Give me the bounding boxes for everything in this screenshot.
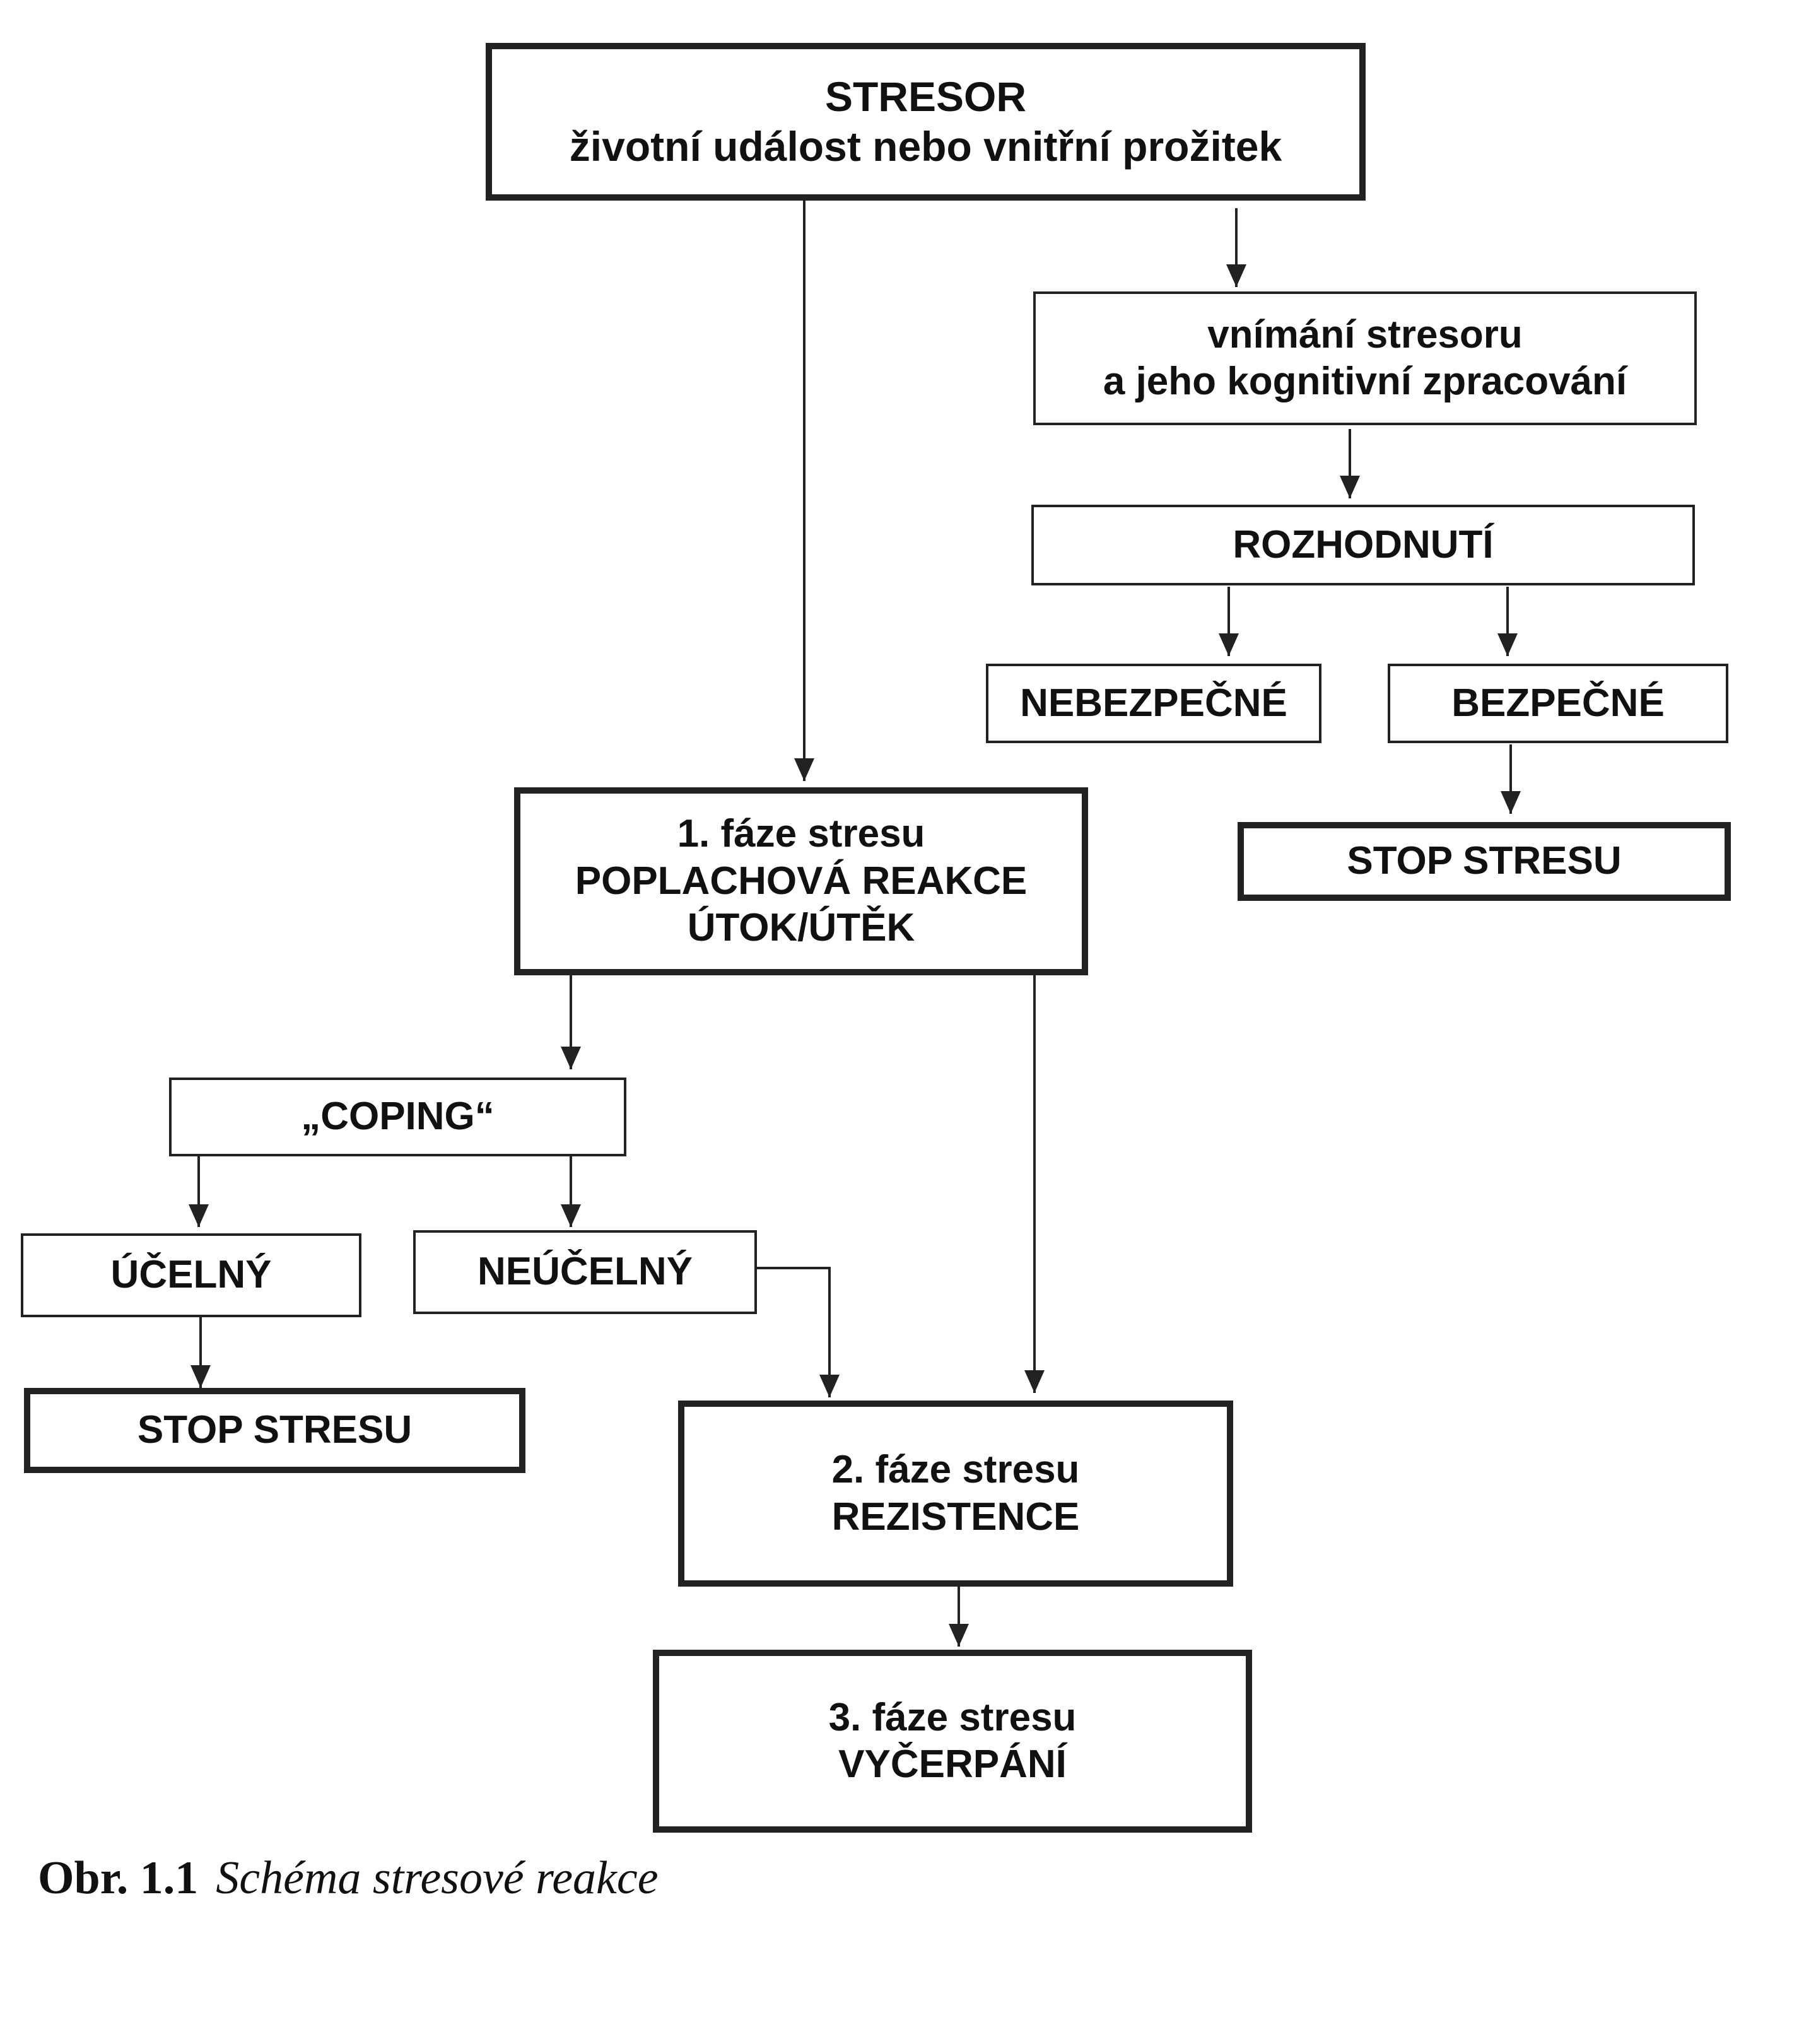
caption-number: Obr. 1.1	[38, 1852, 199, 1904]
node-neucelny: NEÚČELNÝ	[413, 1230, 757, 1314]
node-stresor-subtitle: životní událost nebo vnitřní prožitek	[569, 123, 1282, 170]
node-faze3: 3. fáze stresu VYČERPÁNÍ	[653, 1650, 1252, 1833]
figure-caption: Obr. 1.1 Schéma stresové reakce	[38, 1852, 659, 1905]
node-bezpecne-label: BEZPEČNÉ	[1451, 681, 1665, 725]
node-nebezpecne-label: NEBEZPEČNÉ	[1020, 681, 1287, 725]
node-rozhodnuti: ROZHODNUTÍ	[1031, 505, 1695, 585]
node-faze3-line2: VYČERPÁNÍ	[838, 1742, 1067, 1786]
caption-title: Schéma stresové reakce	[216, 1852, 659, 1904]
node-coping: „COPING“	[169, 1078, 626, 1156]
node-faze1-line3: ÚTOK/ÚTĚK	[687, 906, 915, 950]
node-nebezpecne: NEBEZPEČNÉ	[986, 664, 1321, 743]
node-stop-bottom: STOP STRESU	[24, 1388, 525, 1473]
node-coping-label: „COPING“	[301, 1095, 495, 1139]
node-faze1-line2: POPLACHOVÁ REAKCE	[575, 859, 1028, 903]
node-vnimani: vnímání stresoru a jeho kognitivní zprac…	[1033, 291, 1697, 425]
node-faze2: 2. fáze stresu REZISTENCE	[678, 1401, 1233, 1587]
node-neucelny-label: NEÚČELNÝ	[477, 1250, 693, 1294]
node-faze1: 1. fáze stresu POPLACHOVÁ REAKCE ÚTOK/ÚT…	[514, 787, 1088, 975]
node-ucelny: ÚČELNÝ	[21, 1233, 361, 1317]
node-stresor-title: STRESOR	[824, 73, 1027, 120]
node-ucelny-label: ÚČELNÝ	[110, 1253, 272, 1297]
node-stop-bottom-label: STOP STRESU	[137, 1408, 413, 1452]
node-stresor: STRESOR životní událost nebo vnitřní pro…	[486, 43, 1366, 201]
node-vnimani-line1: vnímání stresoru	[1207, 312, 1523, 356]
node-faze3-line1: 3. fáze stresu	[828, 1695, 1077, 1739]
node-stop-top: STOP STRESU	[1238, 822, 1731, 901]
node-vnimani-line2: a jeho kognitivní zpracování	[1103, 360, 1627, 403]
node-faze1-line1: 1. fáze stresu	[677, 812, 925, 856]
node-rozhodnuti-label: ROZHODNUTÍ	[1233, 522, 1494, 567]
node-bezpecne: BEZPEČNÉ	[1388, 664, 1728, 743]
node-stop-top-label: STOP STRESU	[1347, 839, 1622, 883]
node-faze2-line1: 2. fáze stresu	[831, 1448, 1080, 1492]
arrow-neucelny-to-faze2	[754, 1267, 840, 1397]
node-faze2-line2: REZISTENCE	[831, 1495, 1080, 1539]
